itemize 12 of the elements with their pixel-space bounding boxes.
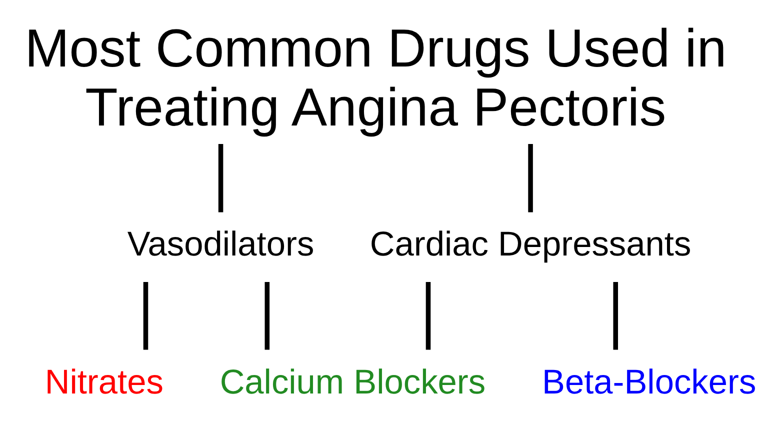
- node-text: Beta-Blockers: [542, 362, 756, 401]
- connector: [426, 282, 431, 350]
- node-text: Vasodilators: [127, 225, 314, 264]
- connector: [218, 144, 224, 212]
- connector: [264, 282, 270, 350]
- node-text: Nitrates: [44, 362, 164, 401]
- node-text: Most Common Drugs Used in Treating Angina Pectoris: [24, 18, 727, 138]
- connector: [528, 144, 533, 212]
- node-text: Calcium Blockers: [220, 362, 486, 401]
- connector: [143, 282, 148, 350]
- connector: [613, 282, 618, 350]
- node-text: Cardiac Depressants: [370, 225, 692, 264]
